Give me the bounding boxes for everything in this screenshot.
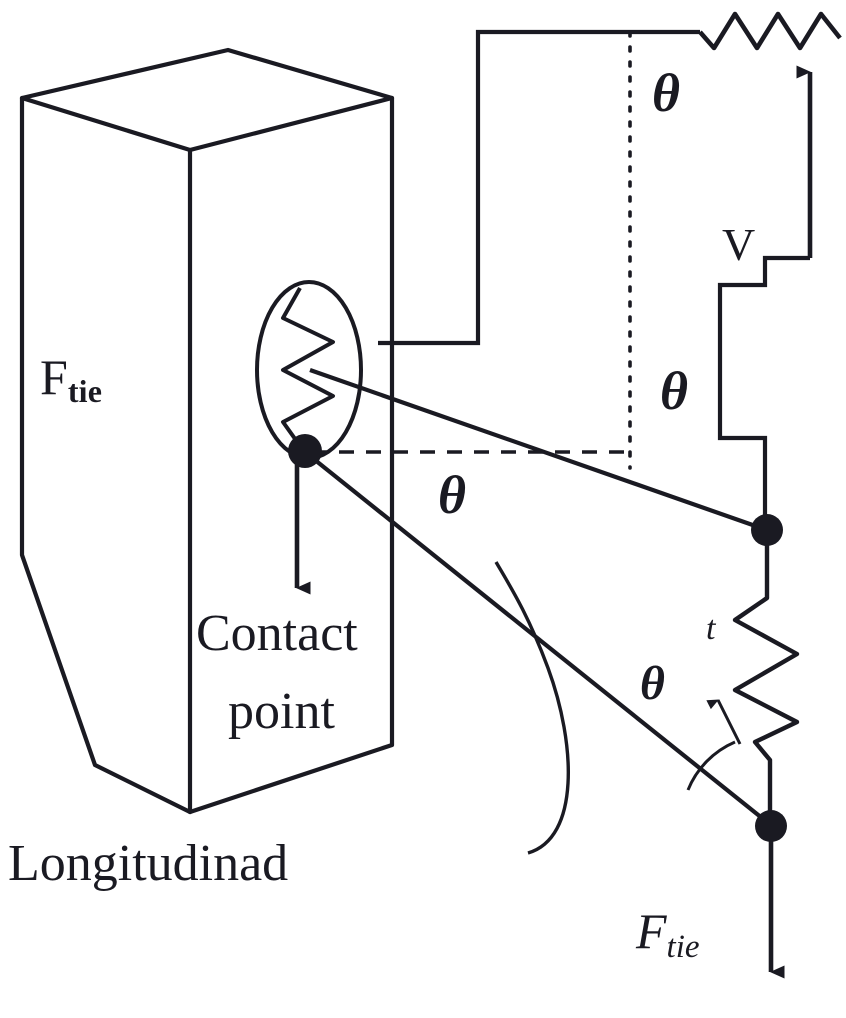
theta-bottom-label: θ <box>640 657 665 710</box>
contact-zone-ellipse <box>255 280 363 460</box>
top-connector-bracket <box>378 29 700 346</box>
contact-point-marker <box>288 434 322 468</box>
prism-top-face <box>19 47 395 153</box>
force-tie-block-subscript: tie <box>67 373 103 410</box>
prism-left-edge <box>19 95 193 815</box>
upper-joint-dot <box>751 514 783 546</box>
horizontal-spring-top <box>698 11 842 51</box>
contact-point-label-line1: Contact <box>196 605 358 662</box>
longitudinal-label: Longitudinad <box>8 835 289 892</box>
force-tie-block-symbol: F <box>40 349 68 405</box>
vertical-spring-in-ellipse <box>281 287 335 452</box>
thickness-label: t <box>706 610 716 647</box>
theta-middle-label: θ <box>660 361 689 421</box>
theta-top-label: θ <box>652 63 681 123</box>
prism-right-edge <box>187 95 395 815</box>
vertical-spring-right <box>732 530 800 826</box>
rectangular-prism-tie <box>19 47 395 815</box>
force-tie-arrow-subscript: tie <box>666 929 700 966</box>
longitudinal-leader-curve <box>494 561 570 855</box>
lower-diagonal-force-line <box>303 450 774 828</box>
theta-angle-arc <box>686 740 736 791</box>
contact-point-label-line2: point <box>228 683 335 740</box>
force-tie-arrow-symbol: F <box>636 903 667 959</box>
force-tie-arrow-label: Ftie <box>636 903 700 964</box>
velocity-label: V <box>722 219 756 270</box>
upper-diagonal-force-line <box>309 368 768 532</box>
stepped-connector-right <box>717 255 810 530</box>
lower-joint-dot <box>755 810 787 842</box>
theta-contact-label: θ <box>438 465 467 525</box>
force-tie-block-label: Ftie <box>40 349 102 407</box>
theta-angle-pointer <box>706 699 742 745</box>
